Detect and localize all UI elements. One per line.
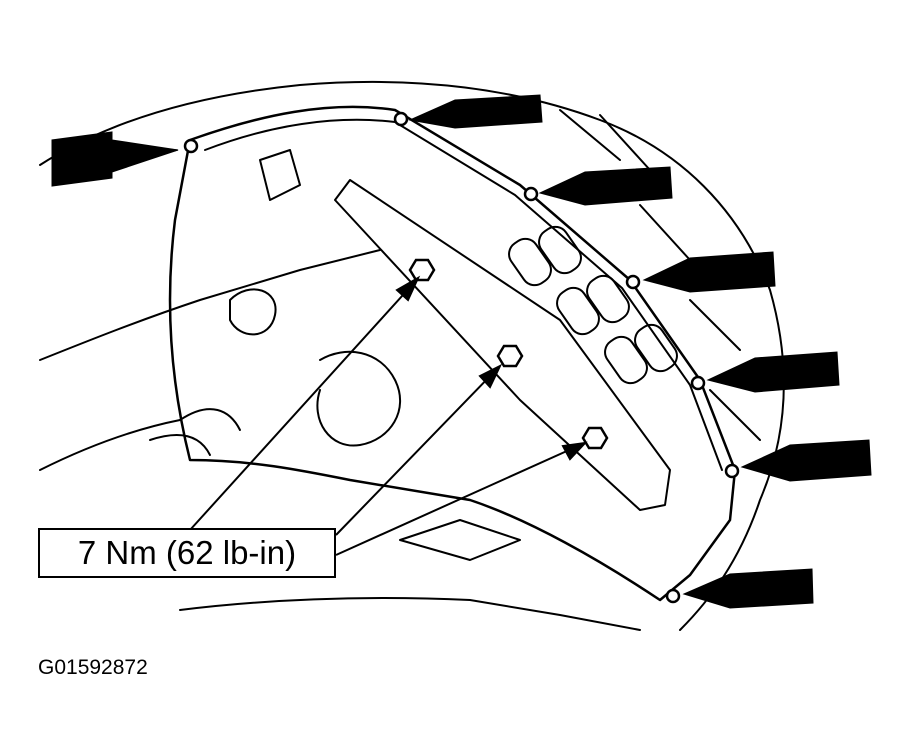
vent-slots xyxy=(508,225,678,385)
bolt-icon xyxy=(625,274,641,290)
wheel-well-lines xyxy=(559,109,761,441)
arrow-icon xyxy=(51,131,179,187)
arrow-icon xyxy=(561,441,588,461)
bolt-icon xyxy=(183,138,199,154)
leader-line xyxy=(189,284,413,531)
arrow-icon xyxy=(642,251,776,293)
engine-parts xyxy=(229,149,301,336)
bolt-icon xyxy=(665,588,681,604)
nut-icon xyxy=(408,258,436,282)
splash-shield xyxy=(168,105,737,602)
frame-rail-lower xyxy=(179,597,641,631)
body-outline xyxy=(39,80,785,631)
engine-bracket xyxy=(316,350,401,447)
arrow-icon xyxy=(538,166,673,206)
arrow-icon xyxy=(478,363,503,389)
torque-spec-label: 7 Nm (62 lb-in) xyxy=(38,528,336,578)
bolt-icon xyxy=(523,186,539,202)
bolt-icon xyxy=(690,375,706,391)
arrow-icon xyxy=(682,568,814,609)
nut-icon xyxy=(581,426,609,450)
arrow-icon xyxy=(706,351,840,393)
leader-line xyxy=(335,371,495,536)
hose xyxy=(149,408,241,456)
nut-icon xyxy=(496,344,524,368)
shield-rib xyxy=(334,179,671,511)
figure-id: G01592872 xyxy=(38,656,148,679)
frame-rail-left xyxy=(39,249,381,471)
arrow-icon xyxy=(408,94,543,129)
arrow-icon xyxy=(139,145,179,161)
arrow-icon xyxy=(395,275,421,302)
bolt-icon xyxy=(393,111,409,127)
exhaust xyxy=(399,519,521,561)
bolt-icon xyxy=(724,463,740,479)
leader-line xyxy=(335,445,579,556)
arrow-icon xyxy=(740,439,872,482)
shield-inner-edge xyxy=(204,118,723,471)
